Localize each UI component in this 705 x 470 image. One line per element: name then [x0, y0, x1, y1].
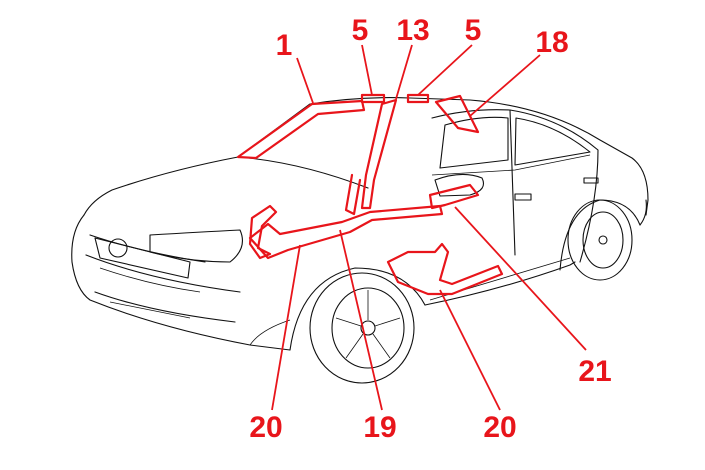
seal-rear-triangle — [434, 94, 480, 134]
callout-1: 1 — [276, 29, 293, 62]
callout-5-right: 5 — [465, 14, 482, 47]
car-outline — [71, 97, 649, 384]
highlighted-seals — [236, 93, 504, 296]
callout-21: 21 — [578, 355, 611, 388]
leader-lines — [271, 44, 587, 411]
callout-5-left: 5 — [352, 14, 369, 47]
callout-20-rear: 20 — [483, 411, 516, 444]
seal-wheel-arch-front — [248, 204, 278, 260]
callout-labels: 1 5 13 5 18 21 20 19 20 — [249, 14, 611, 444]
callout-18: 18 — [535, 26, 568, 59]
seal-a-pillar — [360, 98, 398, 210]
callout-19: 19 — [363, 411, 396, 444]
clip-right — [406, 93, 430, 104]
seal-door-front — [248, 204, 444, 260]
callout-20-front: 20 — [249, 411, 282, 444]
seal-sill — [386, 242, 504, 296]
callout-13: 13 — [396, 14, 429, 47]
clip-left — [360, 93, 386, 104]
seal-mirror-base — [428, 183, 480, 210]
seal-a-pillar-lower — [344, 173, 362, 216]
seal-windshield — [236, 99, 366, 160]
